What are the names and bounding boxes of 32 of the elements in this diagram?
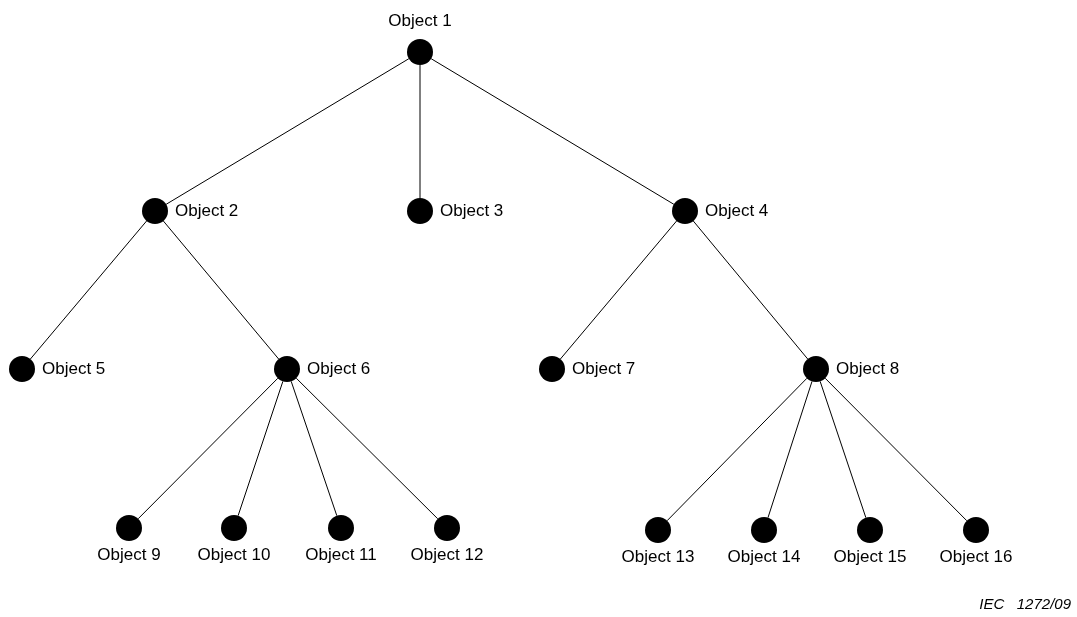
node-label: Object 6: [307, 358, 371, 380]
node-label: Object 2: [175, 200, 239, 222]
node-label: Object 14: [727, 546, 801, 568]
node-label: Object 8: [836, 358, 900, 380]
node-label: Object 11: [305, 544, 377, 566]
node-label: Object 5: [42, 358, 106, 380]
connector-line: [559, 220, 678, 360]
node-label: Object 9: [97, 544, 161, 566]
connector-line: [290, 380, 338, 517]
connector-line: [666, 377, 808, 522]
connector-line: [824, 377, 968, 522]
node-label: Object 7: [572, 358, 636, 380]
node-label: Object 3: [440, 200, 504, 222]
node-label: Object 15: [833, 546, 907, 568]
connector-line: [295, 377, 439, 520]
node-label: Object 4: [705, 200, 769, 222]
node-label: Object 12: [410, 544, 484, 566]
connector-line: [692, 220, 809, 360]
node-label: Object 13: [621, 546, 695, 568]
connector-line: [419, 64, 421, 199]
connector-line: [430, 58, 675, 205]
connector-line: [767, 380, 813, 519]
connector-line: [29, 220, 148, 360]
connector-line: [165, 58, 410, 205]
node-label: Object 1: [388, 9, 452, 31]
connector-line: [237, 380, 284, 517]
connector-line: [819, 380, 867, 519]
connector-line: [162, 220, 280, 360]
connector-line: [137, 377, 279, 520]
node-label: Object 10: [197, 544, 271, 566]
figure-reference: IEC 1272/09: [979, 593, 1071, 614]
node-label: Object 16: [939, 546, 1013, 568]
